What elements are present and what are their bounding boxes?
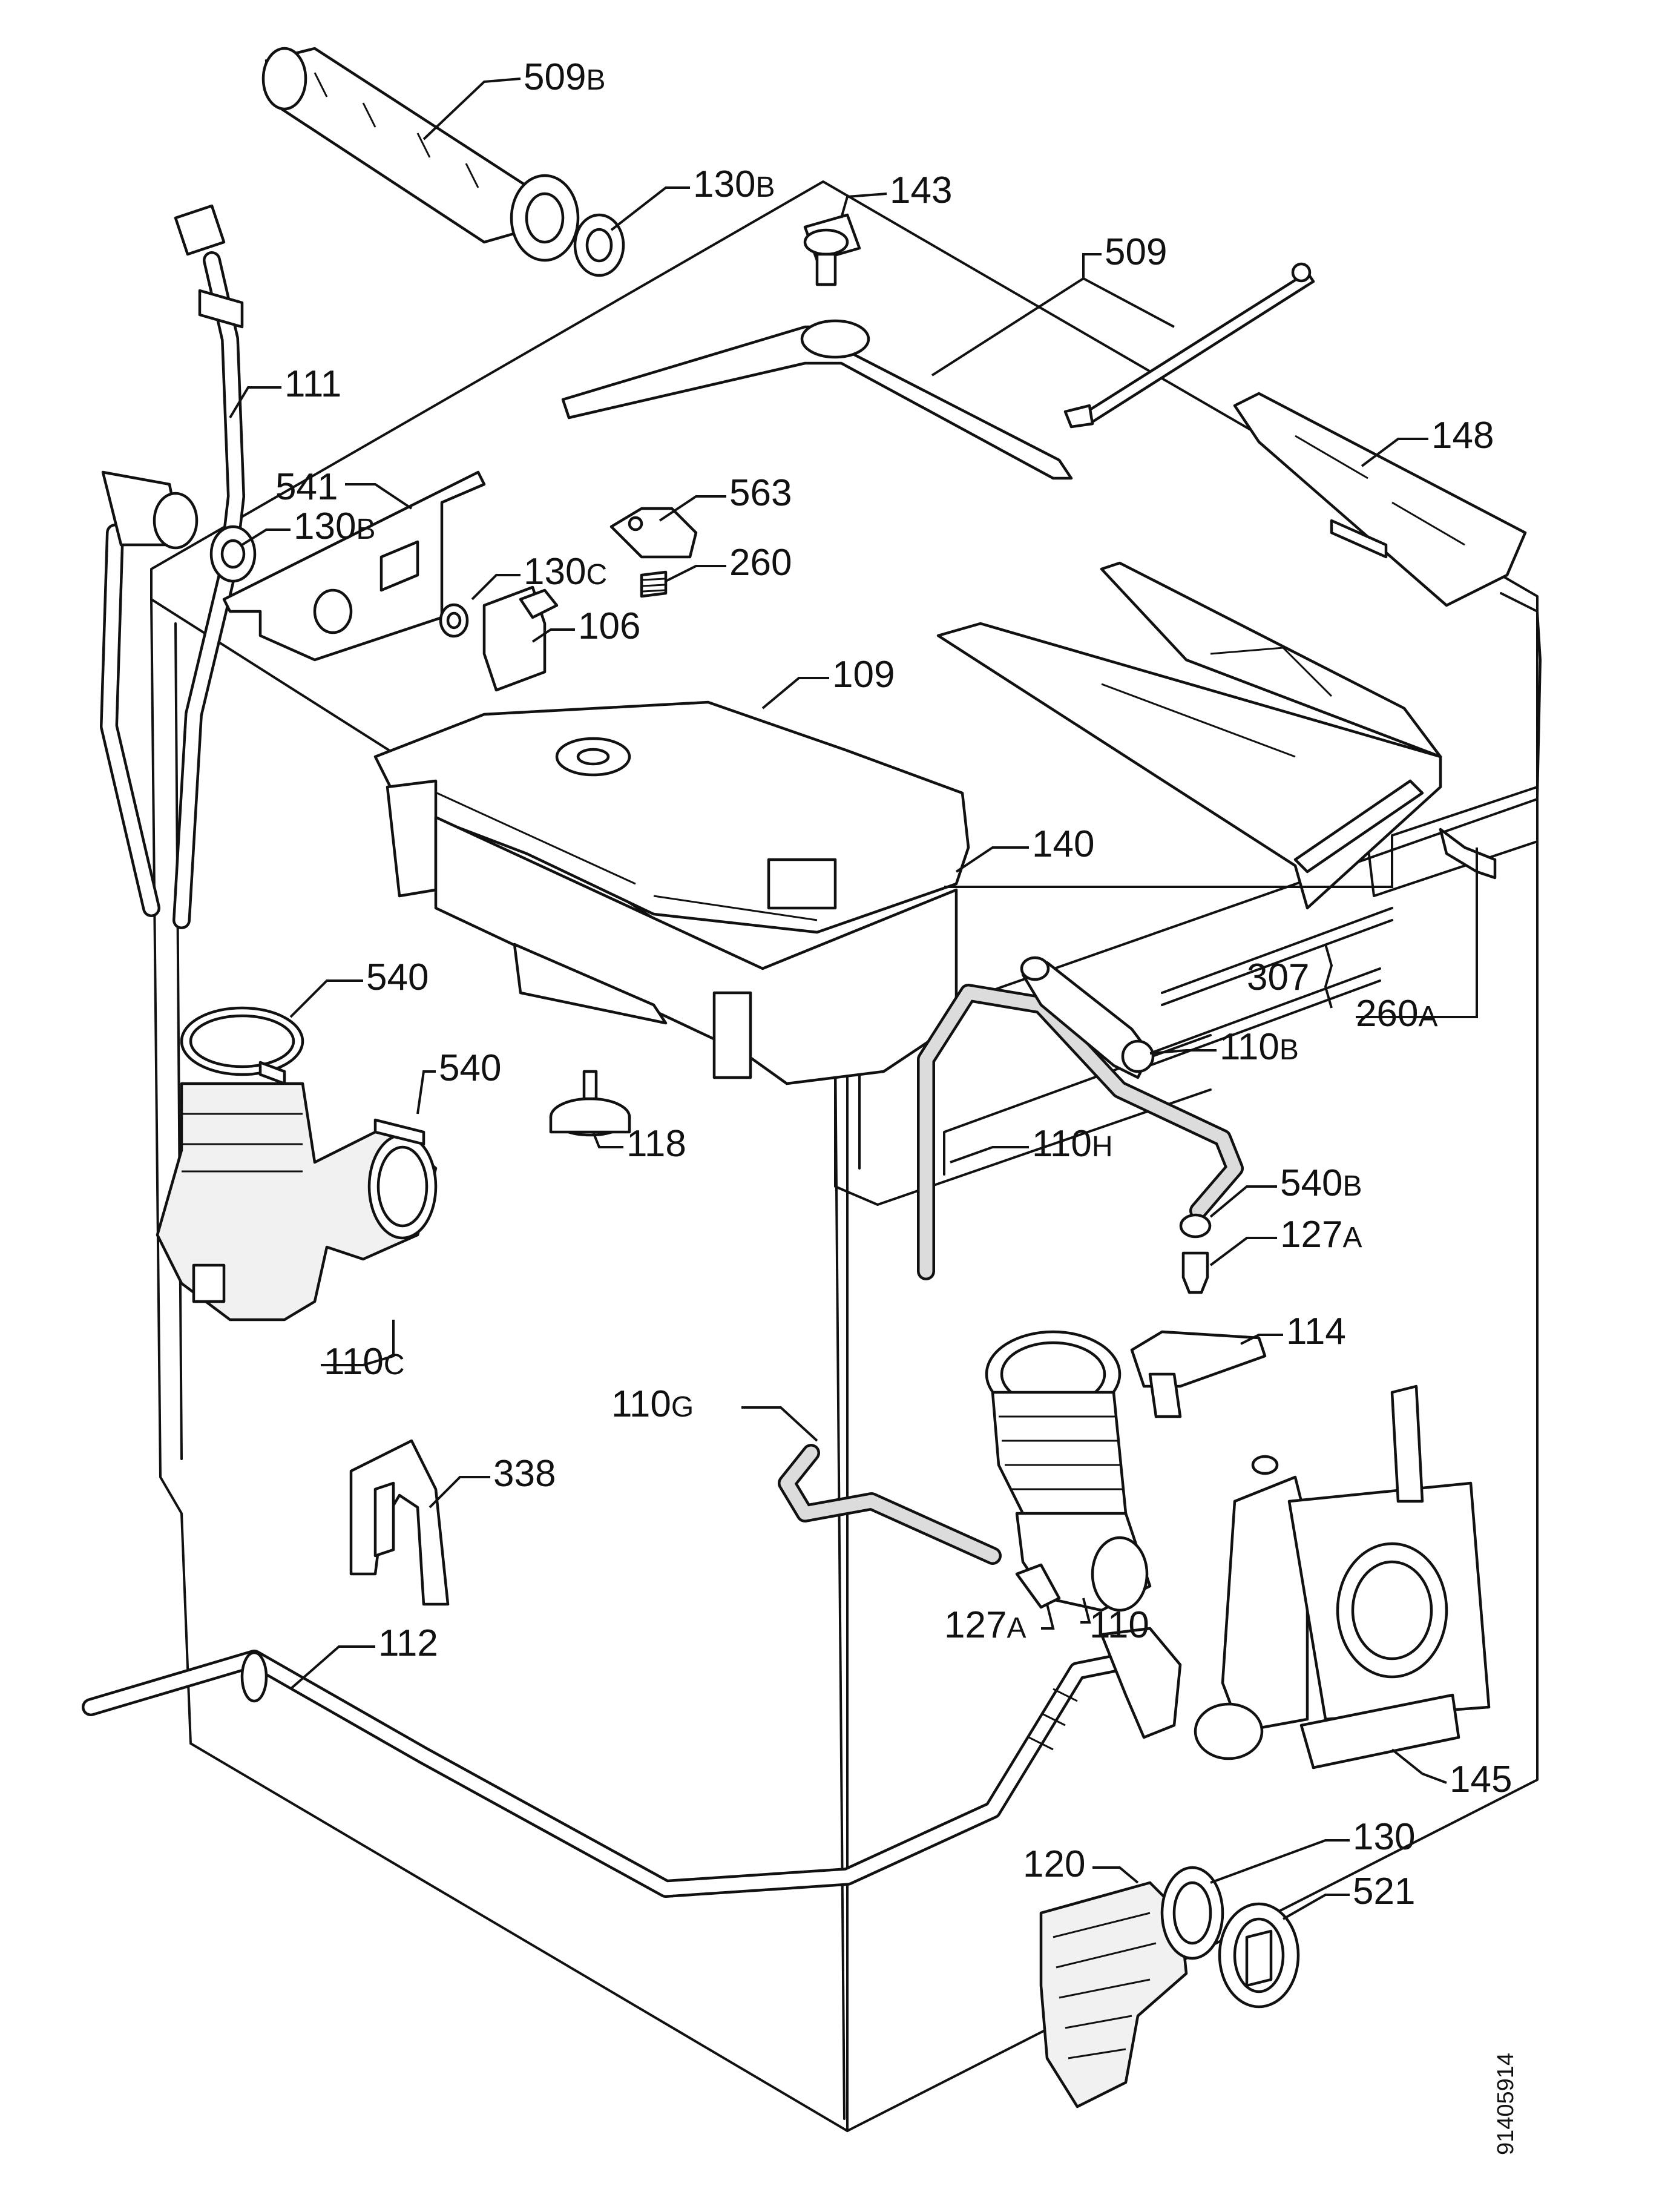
callout-127a-lower: 127A — [944, 1604, 1026, 1646]
part-114-fitting — [1130, 1330, 1267, 1418]
callout-540-upper: 540 — [366, 956, 429, 998]
part-110h-tube — [917, 984, 1244, 1280]
callout-563: 563 — [729, 472, 792, 514]
part-130-seal — [1160, 1866, 1224, 1960]
part-143-knob — [803, 213, 861, 286]
part-130b-washer-top — [573, 213, 625, 277]
part-260a-clip — [1439, 828, 1497, 880]
part-110c-bellows — [156, 1082, 438, 1322]
part-110-sump-hose — [985, 1330, 1152, 1612]
part-509-lever — [561, 262, 1315, 480]
part-drawer-box — [936, 561, 1442, 910]
callout-145: 145 — [1450, 1759, 1512, 1800]
part-130c-fitting — [439, 603, 469, 638]
callout-130b-top: 130B — [693, 163, 775, 205]
part-112-drain-hose — [82, 1627, 1182, 1898]
callout-106: 106 — [578, 605, 640, 647]
part-145-pump — [1194, 1384, 1491, 1769]
callout-540b: 540B — [1280, 1162, 1362, 1204]
part-541-bracket — [222, 470, 486, 662]
part-127a-nozzle-lower — [1015, 1563, 1061, 1609]
part-563-cam — [609, 507, 698, 559]
callout-521: 521 — [1353, 1871, 1415, 1912]
callout-130c: 130C — [524, 551, 607, 593]
callout-110g: 110G — [611, 1383, 694, 1425]
callout-118: 118 — [626, 1123, 686, 1165]
document-number: 91405914 — [1493, 2053, 1519, 2155]
callout-148: 148 — [1431, 415, 1494, 456]
callout-540-lower: 540 — [439, 1047, 501, 1089]
callout-120: 120 — [1023, 1843, 1085, 1885]
callout-labels: 509B 130B 143 509 111 148 541 130B 563 2… — [275, 56, 1512, 1912]
callout-541: 541 — [275, 466, 338, 508]
part-509b-inlet-connector — [261, 47, 580, 262]
part-338-clip — [349, 1439, 450, 1606]
part-148-handle — [1233, 392, 1527, 607]
callout-307: 307 — [1247, 956, 1309, 998]
callout-130: 130 — [1353, 1816, 1415, 1858]
part-540b-clamp — [1179, 1213, 1212, 1239]
part-540-clamp-ring — [180, 1006, 304, 1085]
callout-110h: 110H — [1032, 1123, 1113, 1165]
part-110g-tube — [778, 1444, 1002, 1565]
part-260-spring — [640, 570, 668, 598]
part-140-tub — [434, 815, 958, 1085]
callout-110: 110 — [1089, 1604, 1149, 1646]
callout-509: 509 — [1105, 231, 1167, 273]
callout-111: 111 — [284, 363, 341, 405]
callout-260a: 260A — [1356, 993, 1437, 1035]
callout-338: 338 — [493, 1453, 556, 1495]
callout-109: 109 — [832, 654, 895, 696]
part-106-valve — [482, 585, 559, 692]
callout-509b: 509B — [524, 56, 605, 98]
part-110b-elbow — [1020, 956, 1155, 1079]
leader-lines — [229, 77, 1478, 1920]
callout-140: 140 — [1032, 823, 1094, 865]
callout-112: 112 — [378, 1622, 438, 1664]
callout-114: 114 — [1286, 1311, 1346, 1352]
part-109-housing — [373, 700, 970, 934]
callout-143: 143 — [890, 170, 952, 211]
callout-130b-left: 130B — [294, 505, 375, 547]
part-127a-nozzle-upper — [1181, 1251, 1209, 1294]
part-130b-washer-left — [209, 525, 257, 583]
callout-110b: 110B — [1220, 1026, 1299, 1068]
part-118-seal — [549, 1070, 631, 1137]
part-521-cap — [1218, 1902, 1300, 2009]
callout-110c: 110C — [324, 1341, 405, 1383]
part-left-hose-pair — [100, 470, 199, 917]
callout-260: 260 — [729, 542, 792, 584]
callout-127a-upper: 127A — [1280, 1214, 1362, 1256]
